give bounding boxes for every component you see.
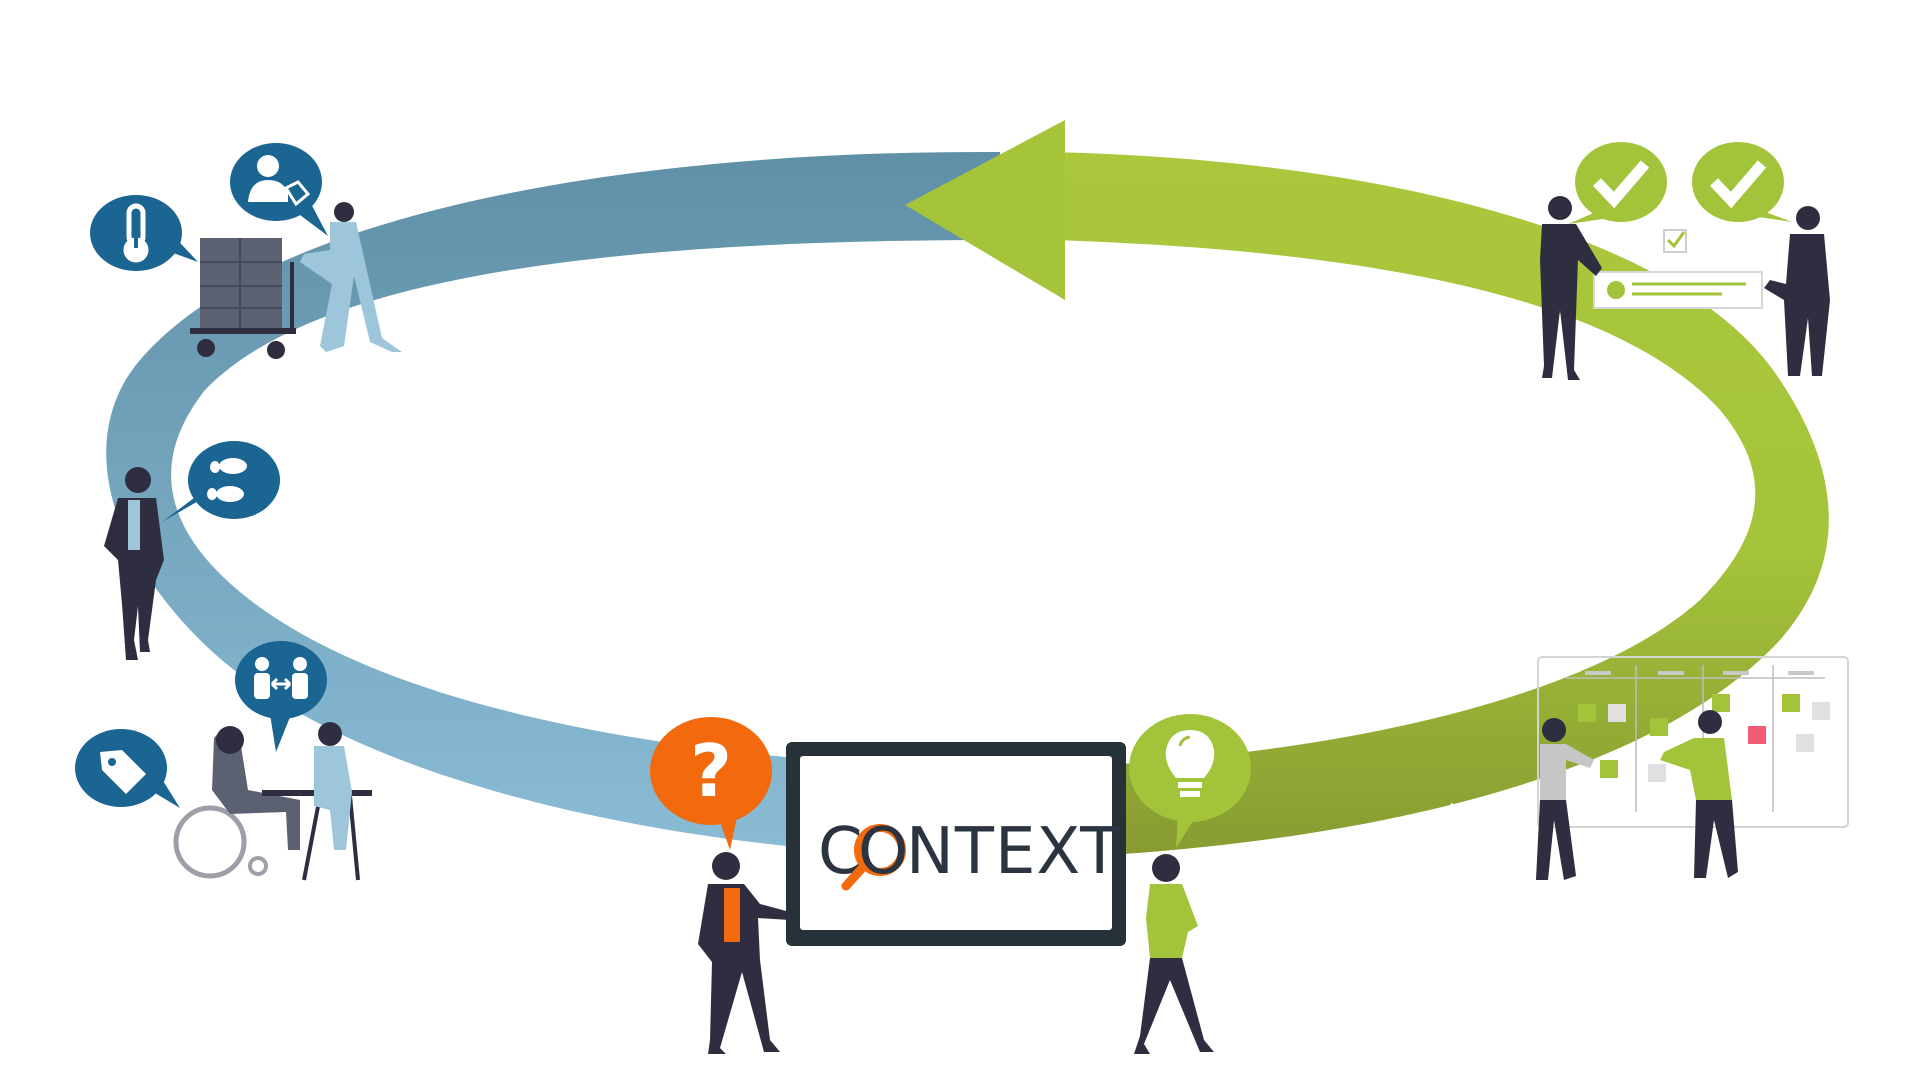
kanban-board: [1537, 656, 1849, 828]
price-tag-bubble: [75, 729, 180, 808]
footsteps-icon: [207, 458, 247, 502]
cycle-arrow-head: [905, 120, 1065, 300]
thermometer-icon: [123, 203, 149, 263]
person-idea: [1134, 854, 1214, 1054]
lightbulb-icon: [1165, 730, 1215, 797]
green-band-segment: [1000, 152, 1829, 860]
person-kanban-right: [1660, 710, 1738, 878]
cycle-band: [106, 120, 1829, 861]
context-board-rest: NTEXT: [906, 815, 1120, 889]
person-cart-worker: [190, 202, 402, 359]
blue-band-segment: [106, 151, 1000, 861]
check-icon: [1235, 794, 1510, 908]
agreement-card: [1593, 229, 1763, 309]
question-icon: ?: [690, 729, 732, 813]
person-questioning: [698, 852, 790, 1054]
check-bubble-1: [1568, 142, 1667, 224]
footsteps-bubble: [162, 441, 280, 522]
thermometer-bubble: [90, 195, 198, 271]
question-bubble: ?: [650, 717, 772, 850]
social-distance-bubble: [235, 641, 327, 752]
check-bubble-2: [1692, 142, 1792, 222]
lightbulb-bubble: [1129, 714, 1251, 848]
person-wheelchair-pair: [173, 722, 372, 881]
person-reviewer: [1764, 206, 1830, 376]
check-icon: [1710, 160, 1767, 209]
wifi-icon: [401, 802, 684, 892]
person-kanban-left: [1536, 718, 1594, 880]
price-tag-icon: [100, 750, 146, 794]
person-walking-phone: [104, 467, 164, 660]
social-distance-icon: [254, 657, 308, 699]
context-board-o: O: [858, 815, 909, 889]
context-board: C O NTEXT: [786, 742, 1126, 946]
customer-tag-icon: [248, 155, 311, 207]
magnifier-icon: [841, 824, 906, 891]
customer-tag-bubble: [230, 143, 328, 236]
check-icon: [1593, 160, 1650, 209]
person-presenter: [1540, 196, 1602, 380]
